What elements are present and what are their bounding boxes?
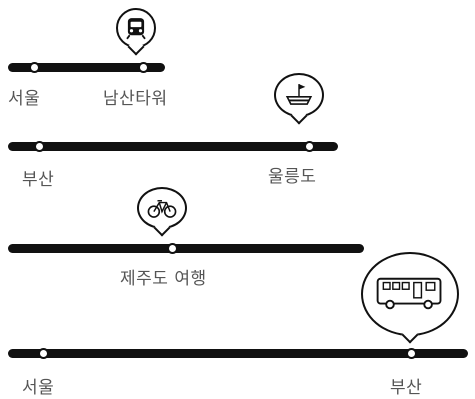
stop-label: 남산타워 (103, 89, 168, 109)
route-stop (29, 62, 40, 73)
stop-label: 제주도 여행 (120, 269, 207, 289)
bus-icon (361, 252, 459, 336)
route-stop (167, 243, 178, 254)
route-stop (406, 348, 417, 359)
route-stop (34, 141, 45, 152)
route-line (8, 63, 165, 72)
route-line (8, 349, 468, 358)
stop-label: 부산 (22, 170, 55, 190)
ship-icon (274, 73, 324, 117)
stop-label: 서울 (8, 89, 41, 109)
stop-label: 부산 (390, 378, 423, 398)
route-line (8, 142, 338, 151)
route-stop (304, 141, 315, 152)
route-line (8, 244, 364, 253)
stop-label: 울릉도 (268, 167, 317, 187)
route-stop (138, 62, 149, 73)
stop-label: 서울 (22, 378, 55, 398)
route-stop (38, 348, 49, 359)
bicycle-icon (137, 187, 187, 229)
subway-train-icon (116, 8, 156, 48)
